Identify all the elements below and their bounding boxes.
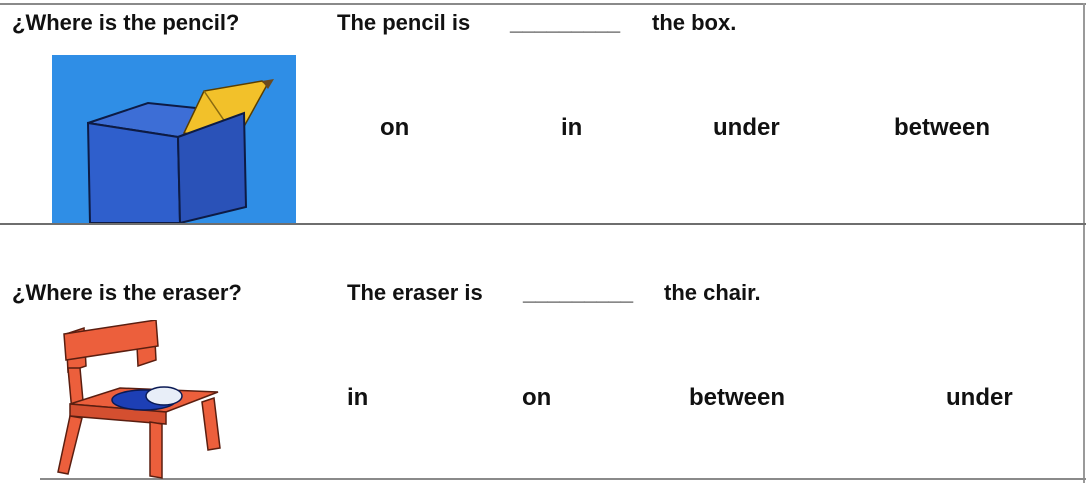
- option-1-1[interactable]: on: [380, 114, 410, 141]
- eraser-white-end: [145, 386, 183, 406]
- box-front-face: [86, 121, 182, 223]
- option-1-3[interactable]: under: [713, 114, 780, 141]
- box-side-face: [176, 111, 248, 223]
- frame-right-line: [1083, 3, 1085, 483]
- frame-top-line: [0, 3, 1086, 5]
- pencil-tip-icon: [262, 79, 274, 89]
- answer-blank-1[interactable]: _________: [510, 10, 621, 35]
- chair-front-right-leg: [149, 421, 163, 479]
- sentence-2-end: the chair.: [664, 280, 761, 305]
- chair-front-left-leg: [57, 415, 83, 475]
- eraser-on-chair-picture: [57, 320, 221, 479]
- option-2-4[interactable]: under: [946, 384, 1013, 411]
- sentence-2-start: The eraser is: [347, 280, 483, 305]
- question-1: ¿Where is the pencil?: [12, 10, 240, 35]
- question-2: ¿Where is the eraser?: [12, 280, 242, 305]
- chair-back-leg: [201, 396, 221, 451]
- answer-blank-2[interactable]: _________: [523, 280, 634, 305]
- option-1-2[interactable]: in: [561, 114, 583, 141]
- option-2-1[interactable]: in: [347, 384, 369, 411]
- option-2-2[interactable]: on: [522, 384, 552, 411]
- option-1-4[interactable]: between: [894, 114, 991, 141]
- sentence-1-start: The pencil is: [337, 10, 471, 35]
- chair-backrest: [63, 320, 159, 361]
- sentence-1-end: the box.: [652, 10, 737, 35]
- frame-bottom-line: [40, 478, 1086, 480]
- pencil-in-box-picture: [52, 55, 296, 223]
- row-divider: [0, 223, 1086, 225]
- option-2-3[interactable]: between: [689, 384, 786, 411]
